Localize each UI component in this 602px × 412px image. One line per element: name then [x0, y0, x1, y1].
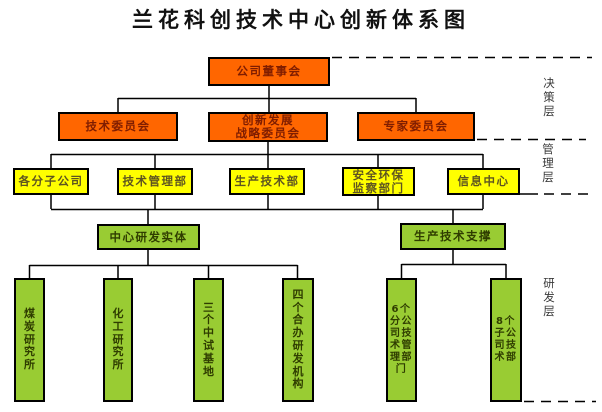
- node-info-center: 信息中心: [447, 168, 520, 195]
- node-subsidiary-tech-depts: 8个子公司技术部: [490, 278, 522, 402]
- node-innovation-committee: 创新发展 战略委员会: [208, 112, 328, 142]
- node-rnd-entity: 中心研发实体: [97, 224, 200, 250]
- node-coal-institute: 煤炭研究所: [14, 278, 45, 402]
- node-pilot-bases: 三个中试基地: [193, 278, 224, 402]
- layer-label-rnd: 研发层: [543, 276, 555, 318]
- node-branch-tech-depts: 6个分公司技术管理部门: [386, 278, 417, 402]
- layer-label-management: 管理层: [542, 142, 554, 184]
- chart-title: 兰花科创技术中心创新体系图: [132, 8, 470, 32]
- node-safety-env: 安全环保 监察部门: [342, 167, 415, 196]
- node-joint-rnd: 四个合办研发机构: [282, 278, 314, 402]
- node-chem-institute: 化工研究所: [103, 278, 133, 402]
- node-production-tech: 生产技术部: [229, 168, 305, 195]
- layer-label-decision: 决策层: [543, 76, 555, 118]
- node-expert-committee: 专家委员会: [357, 112, 475, 141]
- node-subsidiaries: 各分子公司: [13, 168, 89, 195]
- node-prod-support: 生产技术支撑: [400, 223, 506, 250]
- node-tech-committee: 技术委员会: [58, 112, 178, 141]
- node-tech-mgmt: 技术管理部: [117, 168, 193, 195]
- node-board: 公司董事会: [208, 57, 330, 86]
